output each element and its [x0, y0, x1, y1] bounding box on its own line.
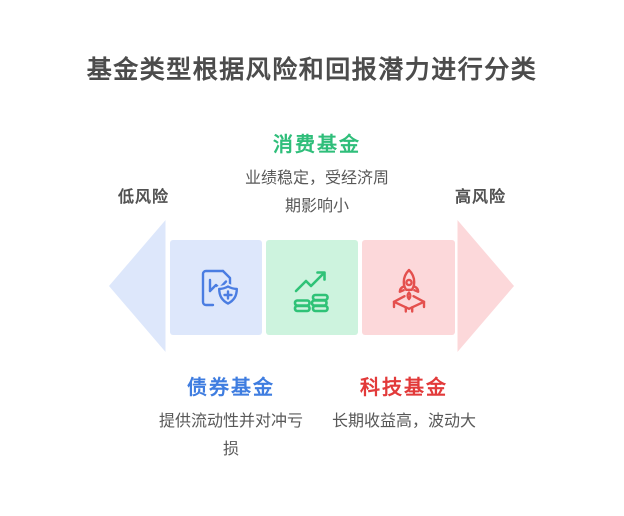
consumer-fund-description: 业绩稳定，受经济周 期影响小: [244, 170, 389, 215]
tech-fund-description: 长期收益高，波动大: [331, 413, 476, 430]
low-risk-label: 低风险: [118, 189, 170, 206]
page-title: 基金类型根据风险和回报潜力进行分类: [86, 56, 538, 84]
bond-fund-description: 提供流动性并对冲亏 损: [158, 413, 303, 458]
bond-fund-section: 债券基金 提供流动性并对冲亏 损: [143, 371, 319, 464]
bond-fund-name: 债券基金: [187, 377, 275, 399]
arrow-right-head: [454, 214, 518, 358]
rocket-launch-icon: [392, 268, 425, 313]
consumer-fund-box: [266, 240, 358, 335]
consumer-fund-section: 消费基金 业绩稳定，受经济周 期影响小: [232, 128, 402, 221]
consumer-fund-name: 消费基金: [273, 134, 361, 156]
growth-chart-coins-icon: [293, 270, 329, 312]
bond-fund-box: [170, 240, 262, 335]
tech-fund-section: 科技基金 长期收益高，波动大: [314, 371, 494, 436]
high-risk-label: 高风险: [455, 189, 507, 206]
arrow-left-head: [105, 214, 169, 358]
tech-fund-name: 科技基金: [360, 377, 448, 399]
document-shield-plus-icon: [201, 269, 240, 306]
tech-fund-box: [362, 240, 455, 335]
